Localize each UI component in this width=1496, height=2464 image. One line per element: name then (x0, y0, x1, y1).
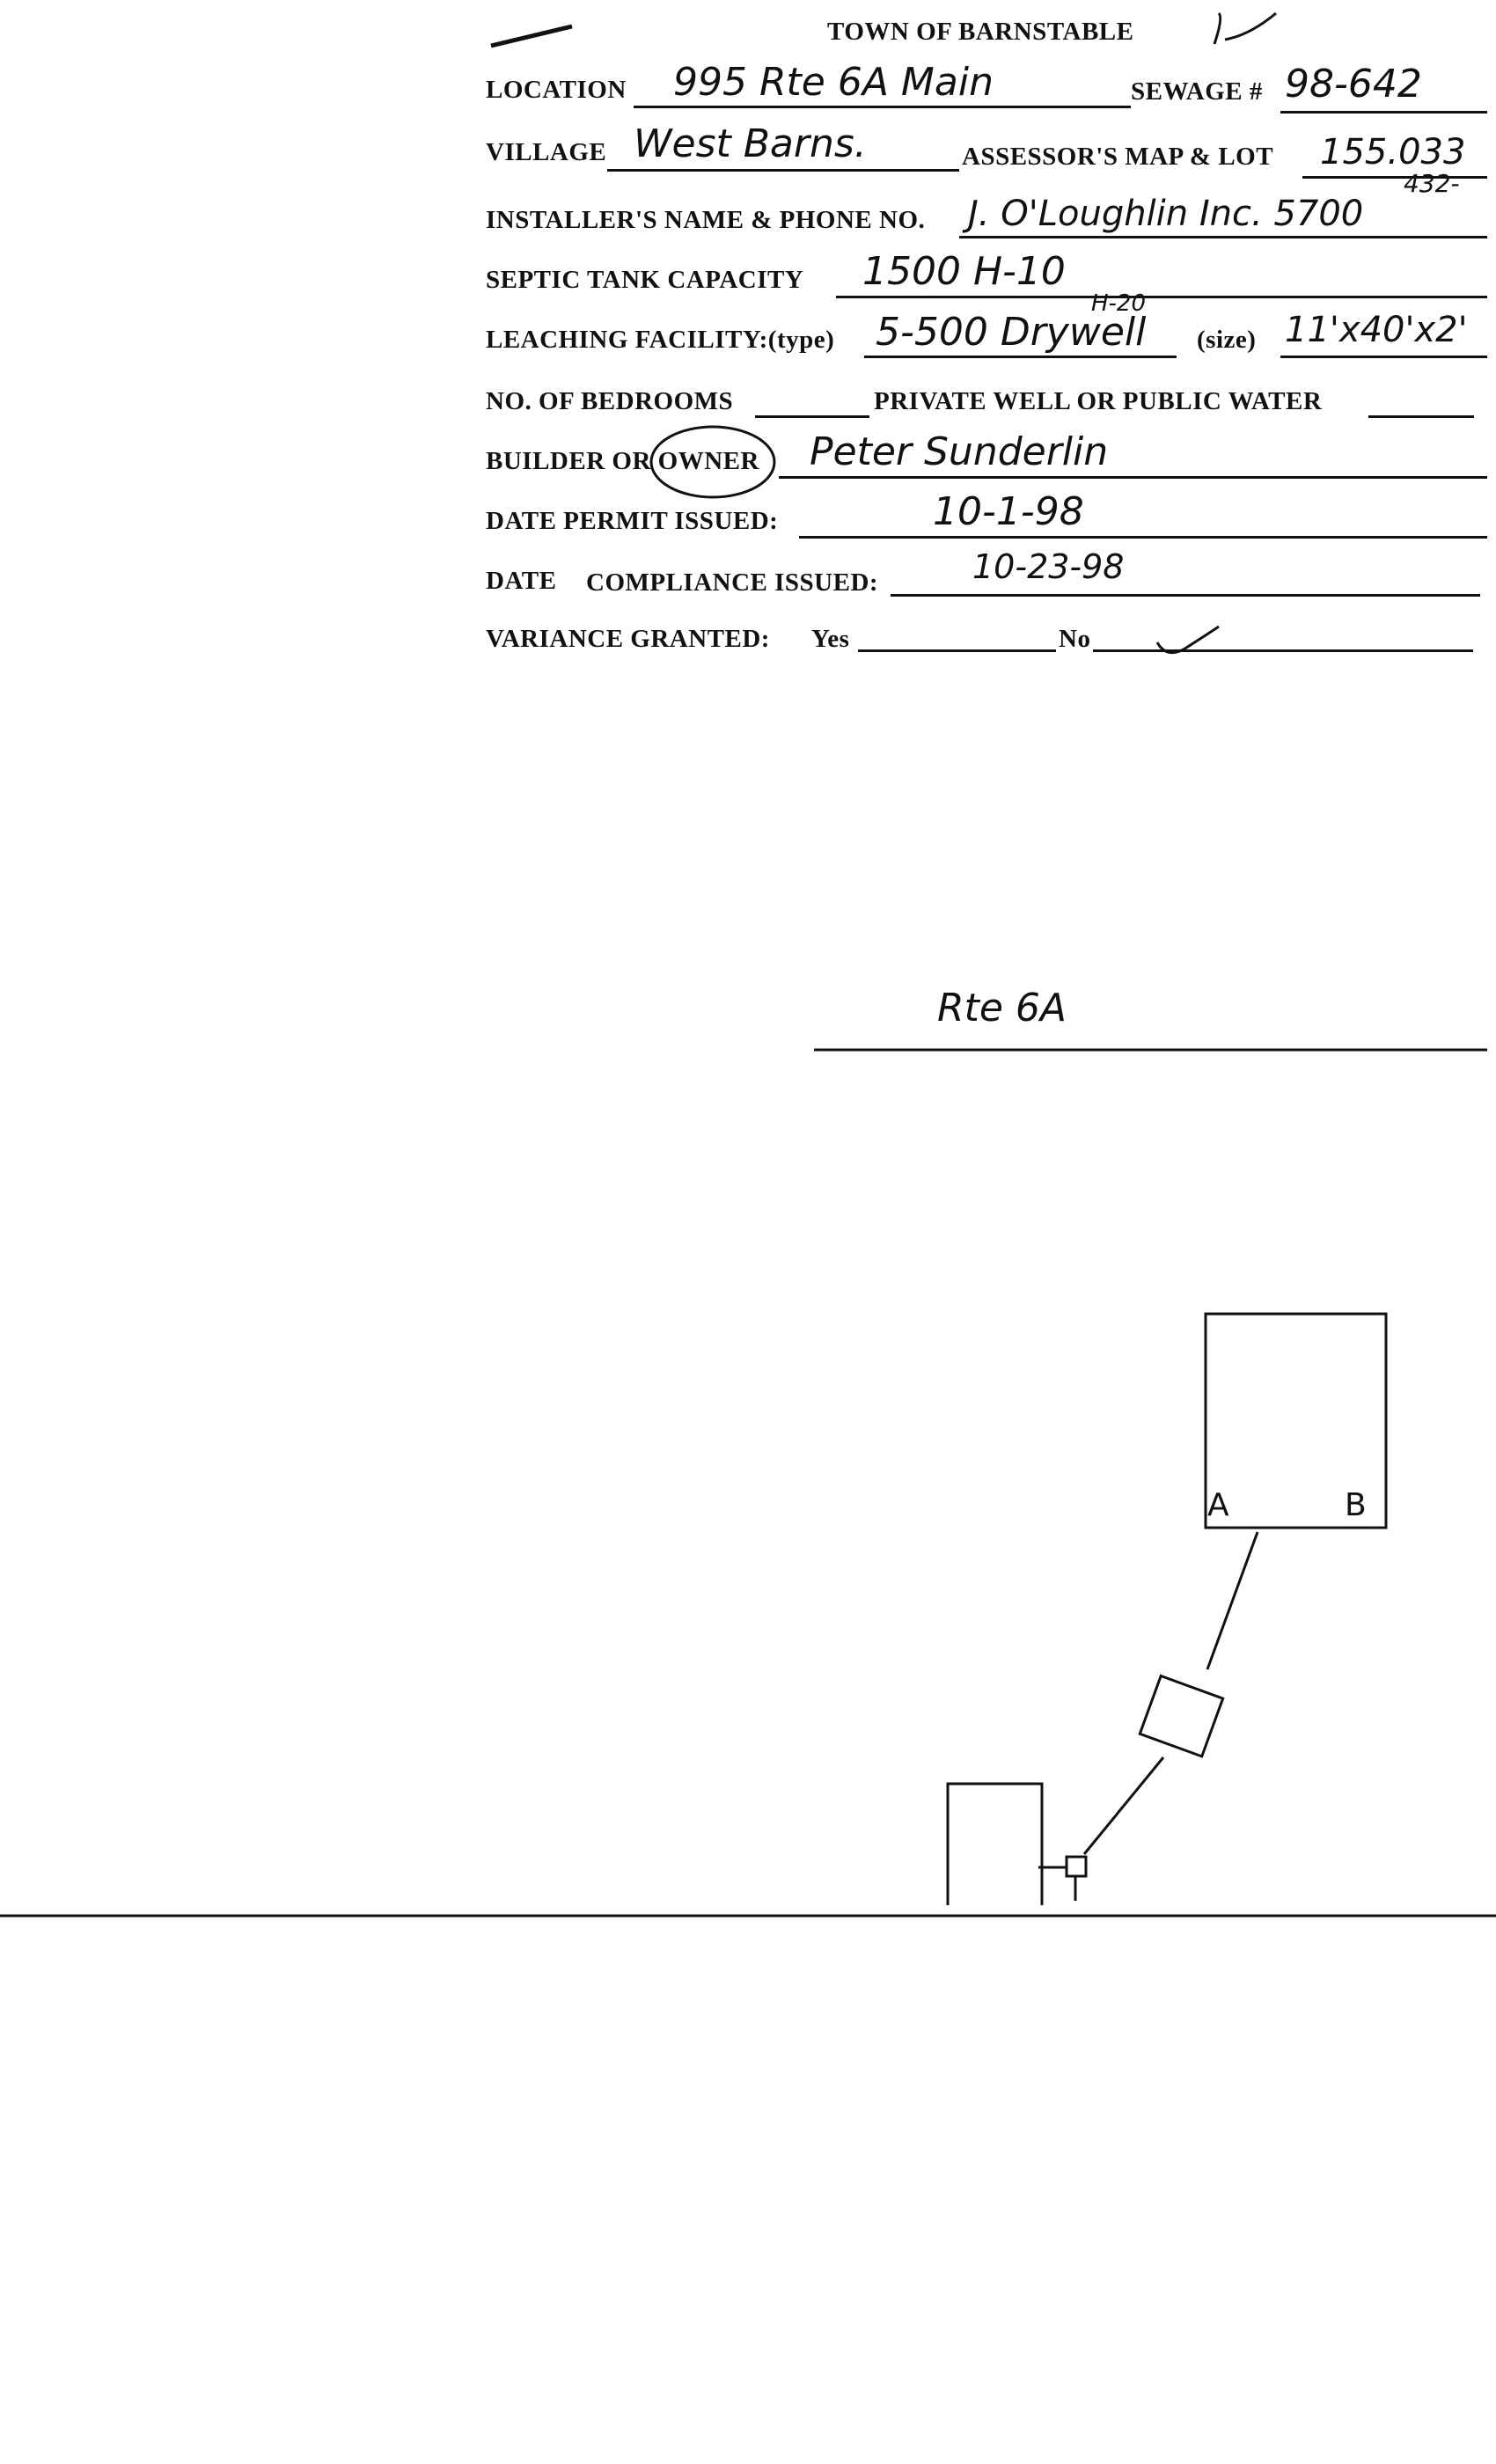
leaching-value: 5-500 Drywell (876, 310, 1147, 355)
variance-no-label: No (1059, 625, 1091, 653)
village-label: VILLAGE (486, 138, 607, 166)
installer-underline (959, 236, 1487, 238)
permit-underline (799, 536, 1487, 539)
assessors-label: ASSESSOR'S MAP & LOT (962, 143, 1274, 171)
septic-tank-shape (1138, 1674, 1225, 1758)
permit-label: DATE PERMIT ISSUED: (486, 507, 779, 535)
sewage-label: SEWAGE # (1131, 77, 1263, 106)
location-value: 995 Rte 6A Main (673, 60, 994, 105)
assessors-underline (1302, 176, 1487, 179)
road-label: Rte 6A (937, 986, 1067, 1030)
size-underline (1280, 356, 1487, 358)
leaching-underline (864, 356, 1177, 358)
leaching-label: LEACHING FACILITY:(type) (486, 326, 835, 354)
corner-b-label: B (1345, 1487, 1367, 1523)
compliance-underline (891, 594, 1480, 597)
check-mark-top (490, 24, 573, 48)
assessors-value: 155.033 (1320, 132, 1466, 172)
distribution-box (1065, 1855, 1088, 1878)
compliance-label: COMPLIANCE ISSUED: (586, 568, 879, 597)
owner-value: Peter Sunderlin (810, 429, 1109, 474)
size-label: (size) (1197, 326, 1257, 354)
compliance-value: 10-23-98 (972, 547, 1125, 586)
compliance-date-label: DATE (486, 567, 557, 595)
leaching-area-outline (946, 1782, 1044, 1905)
pipe-house-to-tank (1206, 1531, 1259, 1670)
size-value: 11'x40'x2' (1285, 310, 1468, 350)
permit-value: 10-1-98 (933, 489, 1084, 534)
house-outline (1204, 1312, 1388, 1529)
location-underline (634, 106, 1131, 108)
form-title: TOWN OF BARNSTABLE (827, 18, 1134, 46)
sewage-value: 98-642 (1285, 62, 1422, 106)
installer-label: INSTALLER'S NAME & PHONE NO. (486, 206, 926, 234)
owner-circle (649, 425, 776, 499)
bedrooms-label: NO. OF BEDROOMS (486, 387, 734, 415)
variance-no-underline (1093, 649, 1473, 652)
installer-value: J. O'Loughlin Inc. 5700 (968, 194, 1364, 234)
water-underline (1368, 415, 1474, 418)
sewage-underline (1280, 111, 1487, 114)
leaching-note: H-20 (1091, 290, 1147, 317)
corner-a-label: A (1207, 1487, 1229, 1523)
variance-label: VARIANCE GRANTED: (486, 625, 770, 653)
assessors-note: 432- (1404, 169, 1460, 198)
variance-yes-label: Yes (811, 625, 850, 653)
septic-underline (836, 296, 1487, 298)
pipe-tank-to-drywell (1082, 1756, 1165, 1855)
owner-label: BUILDER OR OWNER (486, 447, 759, 475)
village-value: West Barns. (634, 121, 867, 166)
septic-label: SEPTIC TANK CAPACITY (486, 266, 804, 294)
initials-mark (1213, 11, 1277, 45)
village-underline (607, 169, 959, 172)
variance-yes-underline (858, 649, 1056, 652)
bedrooms-underline (755, 415, 869, 418)
water-label: PRIVATE WELL OR PUBLIC WATER (874, 387, 1323, 415)
location-label: LOCATION (486, 76, 627, 104)
septic-value: 1500 H-10 (862, 249, 1066, 294)
owner-underline (779, 476, 1487, 479)
